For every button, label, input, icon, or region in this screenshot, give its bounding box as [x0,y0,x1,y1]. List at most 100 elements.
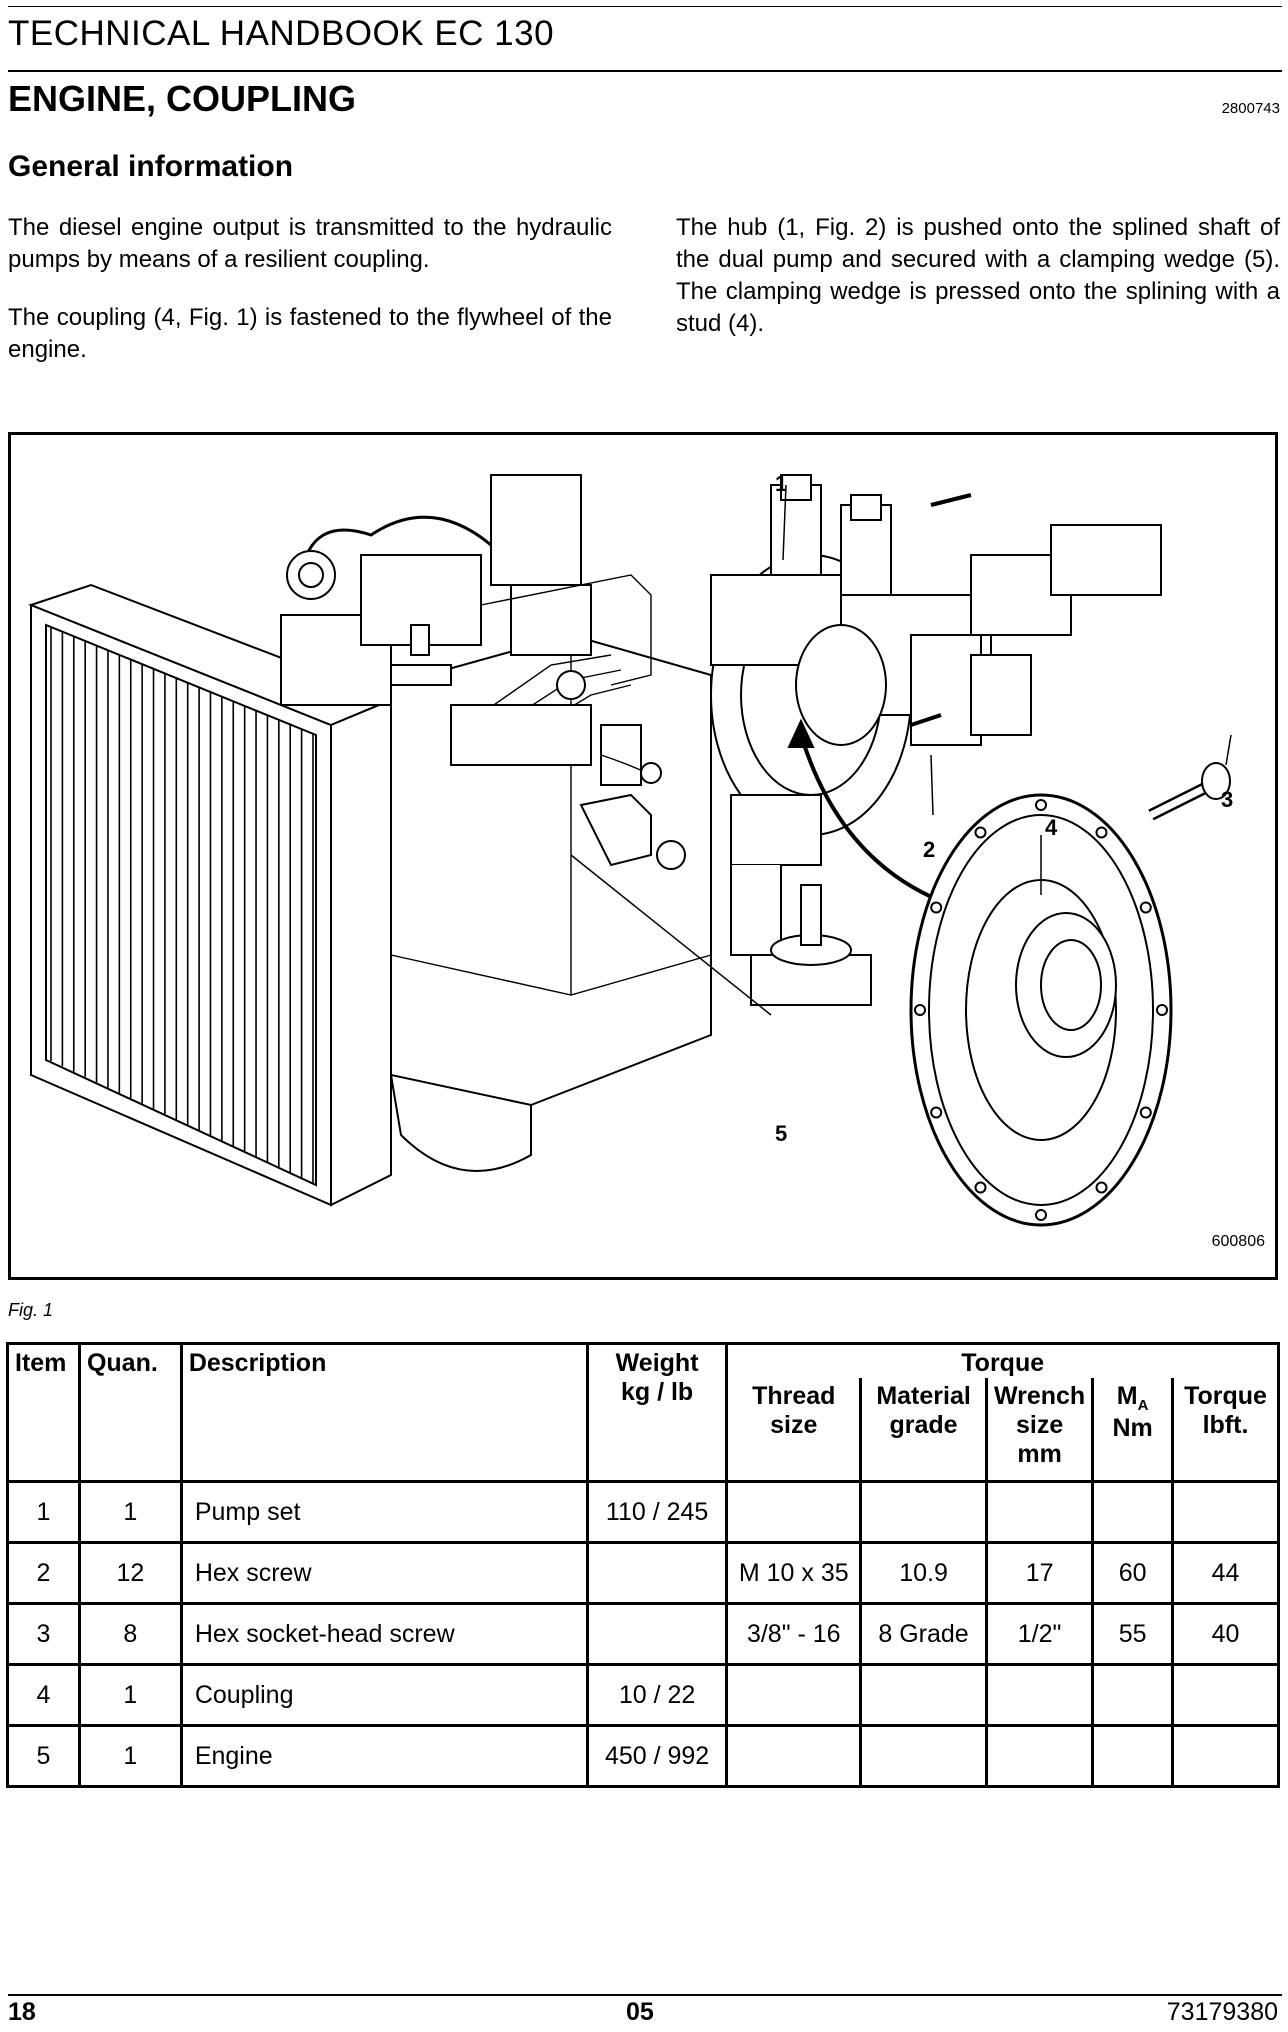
engine-mount [579,793,872,1006]
radiator-fins [50,627,314,1183]
figure-frame: 1 2 3 4 5 600806 [8,432,1278,1280]
coupling-bolt-hole [930,1106,943,1119]
doc-code: 2800743 [1221,100,1280,117]
handbook-title: TECHNICAL HANDBOOK EC 130 [8,14,555,53]
header-material-grade: Material grade [859,1378,988,1483]
cell-ma [1091,1724,1175,1788]
footer-doc-number: 73179380 [1166,1998,1278,2026]
cell-quan: 1 [77,1480,183,1544]
cell-description: Hex socket-head screw [179,1602,589,1666]
cell-lbft [1171,1480,1280,1544]
cell-description: Pump set [179,1480,589,1544]
cell-weight: 10 / 22 [585,1663,729,1727]
coupling-bolt-hole [1156,1004,1168,1016]
section-title: ENGINE, COUPLING [8,78,357,119]
cell-thread: M 10 x 35 [725,1541,863,1605]
cell-thread: 3/8" - 16 [725,1602,863,1666]
cell-wrench: 17 [984,1541,1095,1605]
coupling-bolt-hole [1139,1106,1152,1119]
cell-item: 5 [6,1724,81,1788]
cell-wrench: 1/2" [984,1602,1095,1666]
paragraph-1: The diesel engine output is transmitted … [8,214,612,273]
coupling-bolt-hole [1035,799,1047,811]
coupling-bolt-hole [1035,1209,1047,1221]
cell-grade: 10.9 [859,1541,988,1605]
coupling-bolt-hole [914,1004,926,1016]
cell-thread [725,1480,863,1544]
coupling-bolt-holes [914,799,1168,1221]
cell-grade [859,1480,988,1544]
coupling [909,793,1173,1227]
coupling-bolt-hole [930,901,943,914]
cell-thread [725,1663,863,1727]
header-ma-subscript: A [1137,1397,1149,1414]
coupling-bolt-hole [1095,826,1108,839]
cell-quan: 12 [77,1541,183,1605]
cell-wrench [984,1724,1095,1788]
cell-quan: 8 [77,1602,183,1666]
coupling-bolt-hole [1095,1181,1108,1194]
header-weight: Weight kg / lb [585,1342,729,1482]
paragraph-3: The hub (1, Fig. 2) is pushed onto the s… [676,214,1280,337]
cell-item: 3 [6,1602,81,1666]
header-torque-lbft: Torque lbft. [1171,1378,1280,1483]
figure-caption: Fig. 1 [8,1300,54,1320]
header-wrench-size: Wrench size mm [984,1378,1095,1483]
cell-ma [1091,1480,1175,1544]
header-ma-unit: Nm [1112,1414,1153,1442]
paragraph-2: The coupling (4, Fig. 1) is fastened to … [8,304,612,363]
cell-lbft: 40 [1171,1602,1280,1666]
cell-grade [859,1724,988,1788]
cell-lbft [1171,1724,1280,1788]
engine-coupling-illustration [28,474,1232,1227]
callout-1: 1 [775,471,788,496]
cell-ma: 60 [1091,1541,1175,1605]
coupling-bolt-hole [1139,901,1152,914]
header-rule [8,70,1282,72]
cell-weight: 450 / 992 [585,1724,729,1788]
cell-weight: 110 / 245 [585,1480,729,1544]
header-thread-size: Thread size [725,1378,863,1483]
cell-thread [725,1724,863,1788]
subsection-title: General information [8,150,294,183]
cell-quan: 1 [77,1724,183,1788]
cell-grade [859,1663,988,1727]
cell-weight [585,1602,729,1666]
header-description: Description [179,1342,589,1482]
cell-lbft: 44 [1171,1541,1280,1605]
header-top-rule [8,6,1282,7]
callout-4: 4 [1045,815,1058,840]
pump-set [710,474,1162,836]
parts-table: Item Quan. Description Weight kg / lb To… [6,1342,1280,1788]
callout-2: 2 [923,837,936,862]
cell-weight [585,1541,729,1605]
header-weight-line1: Weight [615,1349,699,1377]
footer-page-number: 18 [8,1998,36,2026]
engine-block [280,474,712,1172]
cell-description: Hex screw [179,1541,589,1605]
assembly-arrow [799,734,952,907]
cell-description: Coupling [179,1663,589,1727]
hex-socket-screw [1148,762,1231,821]
header-quan: Quan. [77,1342,183,1482]
cell-ma: 55 [1091,1602,1175,1666]
cell-grade: 8 Grade [859,1602,988,1666]
header-weight-line2: kg / lb [620,1378,694,1406]
header-ma: MA Nm [1091,1378,1175,1483]
cell-lbft [1171,1663,1280,1727]
footer-rule [8,1994,1282,1996]
cell-wrench [984,1663,1095,1727]
footer-section-number: 05 [626,1998,654,2026]
cell-quan: 1 [77,1663,183,1727]
coupling-bolt-hole [974,826,987,839]
cell-item: 2 [6,1541,81,1605]
header-ma-symbol: M [1116,1382,1138,1410]
header-torque: Torque [725,1342,1280,1378]
callout-3: 3 [1221,787,1234,812]
cell-description: Engine [179,1724,589,1788]
callout-leaders [570,484,1232,1016]
